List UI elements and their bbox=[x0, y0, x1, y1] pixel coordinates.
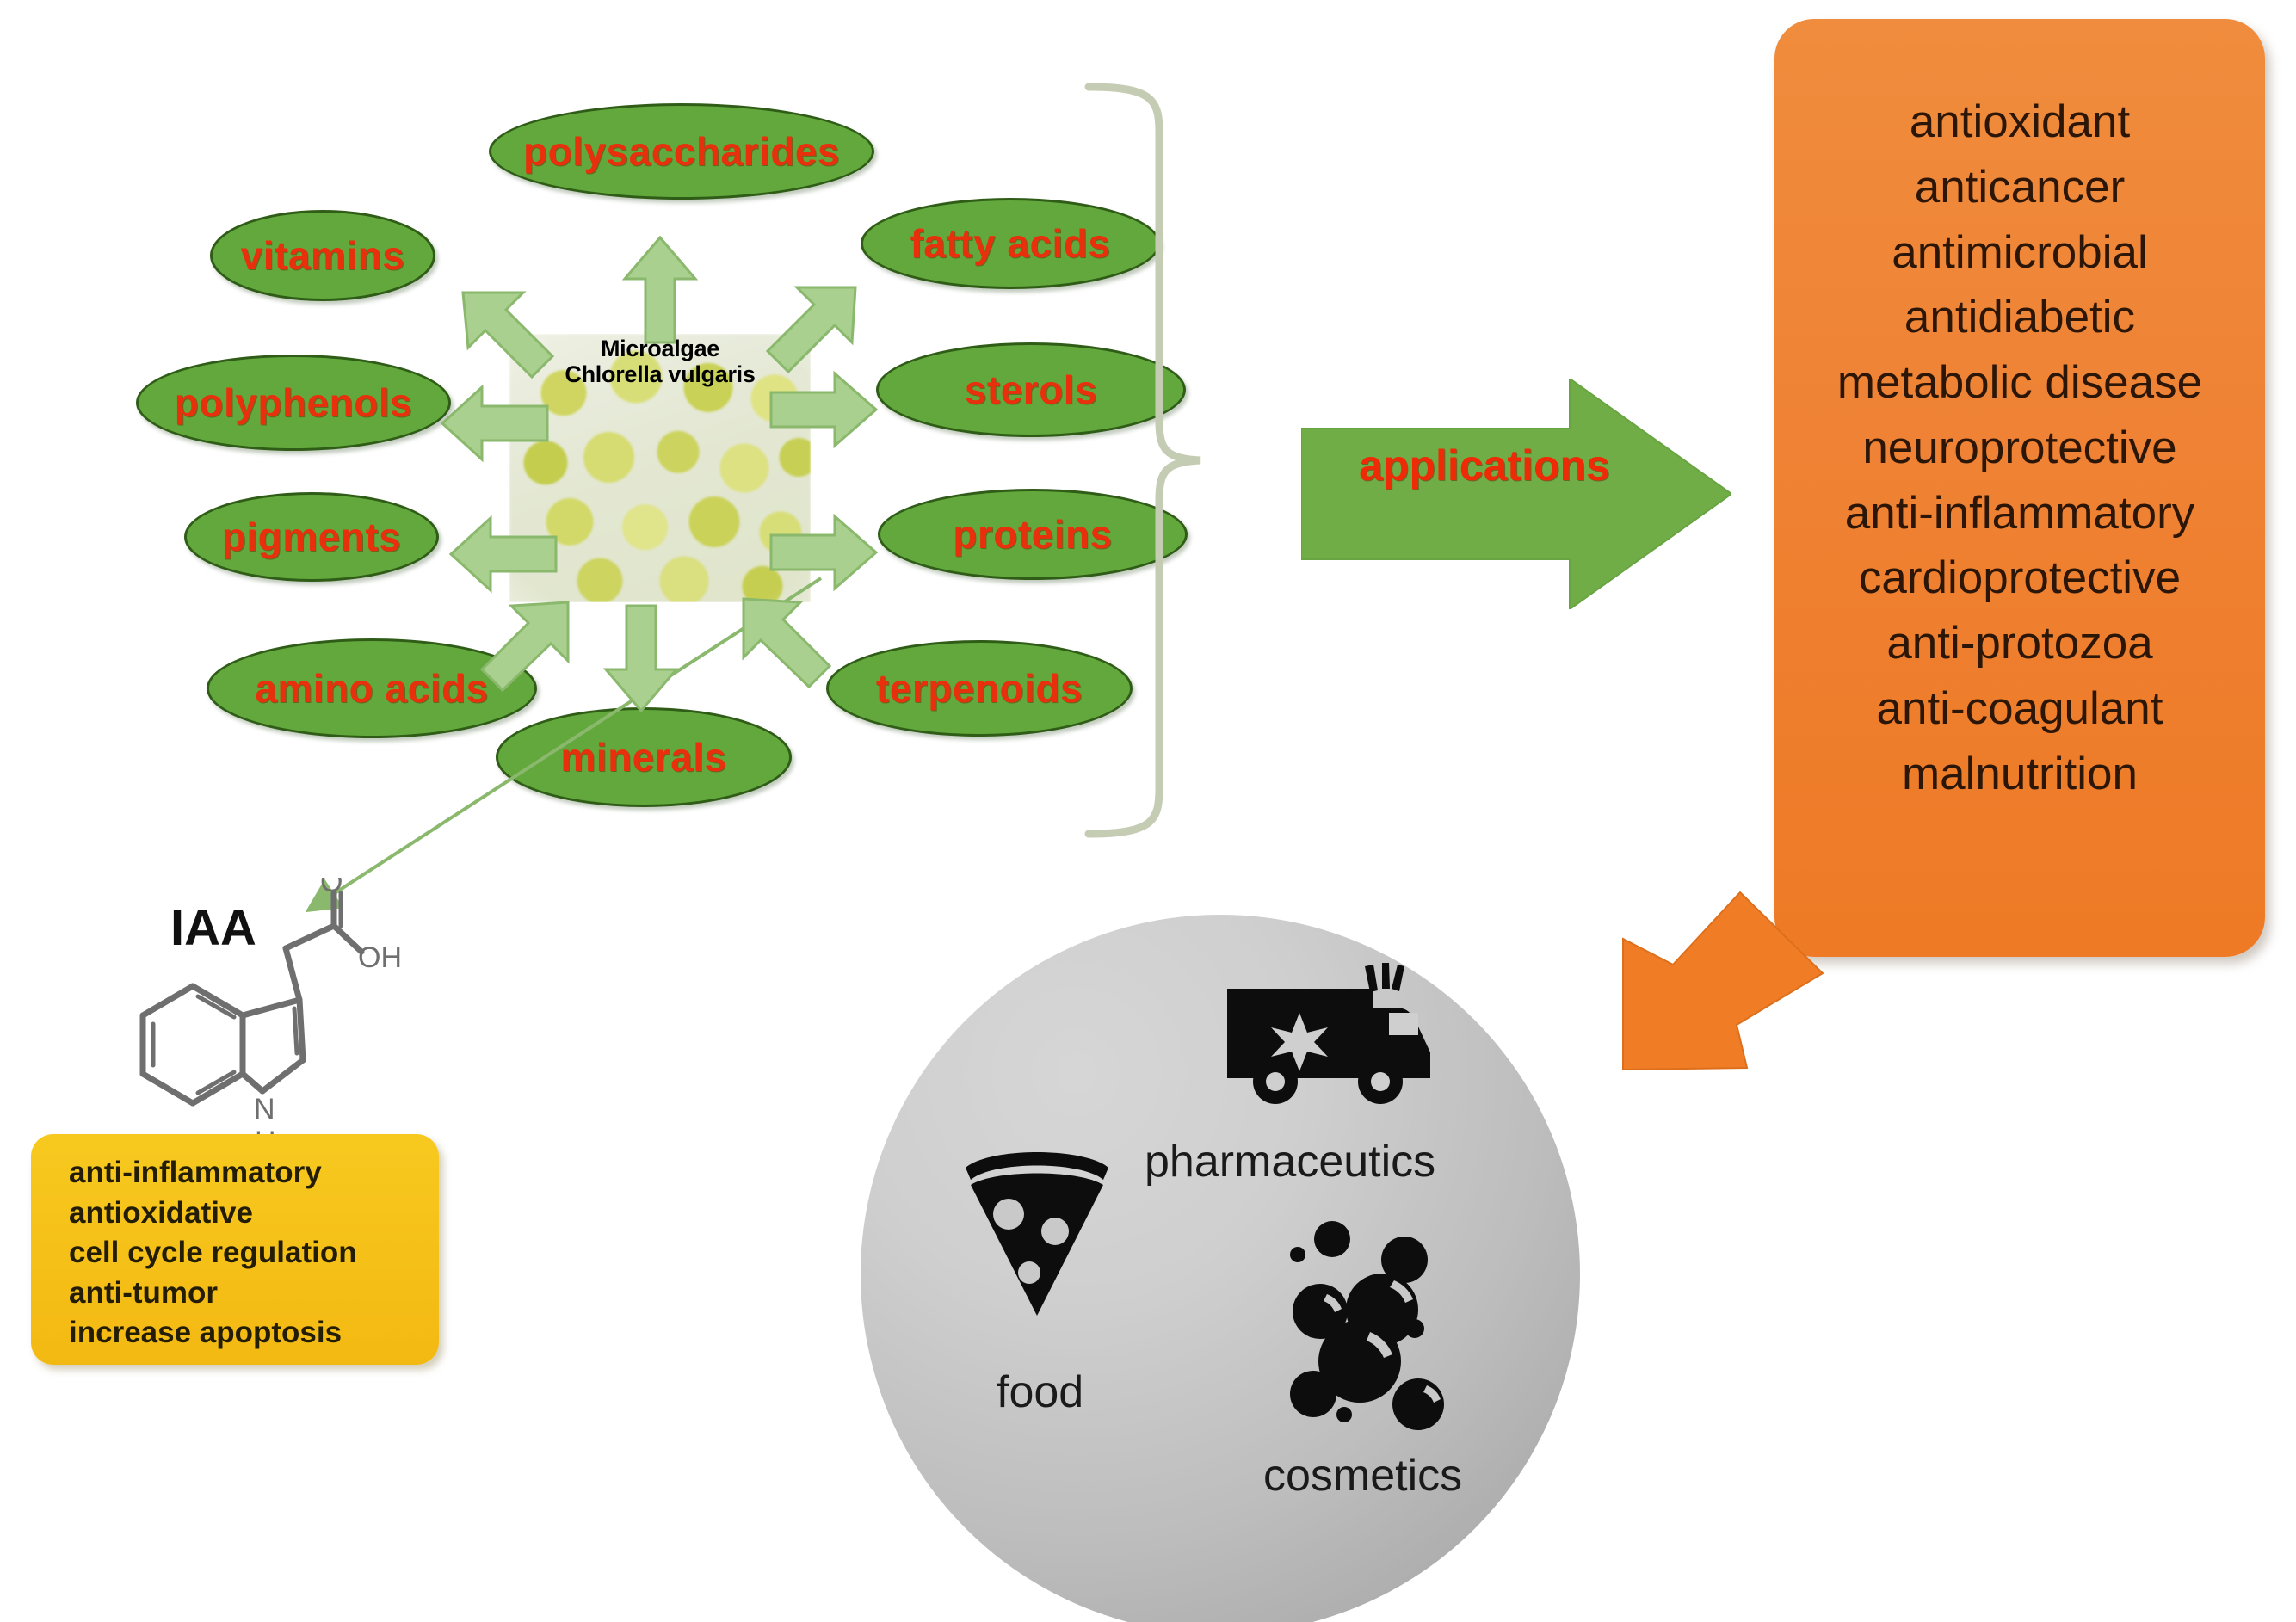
applications-arrow-label: applications bbox=[1359, 441, 1610, 490]
metabolite-label: proteins bbox=[953, 512, 1113, 557]
sector-label-pharmaceutics: pharmaceutics bbox=[1145, 1137, 1436, 1187]
application-sectors-circle bbox=[861, 915, 1580, 1622]
arrow-upright-fatty-acids bbox=[765, 286, 857, 374]
application-item: anticancer bbox=[1914, 161, 2126, 213]
application-item: metabolic disease bbox=[1836, 357, 2203, 409]
iaa-effect-item: increase apoptosis bbox=[69, 1316, 343, 1350]
iaa-molecule-structure: IAA O OH N H bbox=[139, 878, 402, 1158]
arrow-up-polysaccharides bbox=[621, 235, 699, 344]
metabolite-ellipse: polyphenols bbox=[136, 355, 451, 451]
metabolite-label: polysaccharides bbox=[522, 129, 841, 174]
metabolite-ellipse: fatty acids bbox=[861, 198, 1160, 289]
microalgae-caption: Microalgae Chlorella vulgaris bbox=[509, 336, 811, 387]
metabolite-ellipse: pigments bbox=[184, 492, 439, 582]
arrow-down-minerals bbox=[602, 604, 680, 713]
iaa-atom-o: O bbox=[320, 878, 343, 898]
metabolite-label: minerals bbox=[560, 735, 727, 780]
grouping-brace bbox=[1084, 83, 1201, 838]
metabolite-ellipse: proteins bbox=[878, 489, 1188, 580]
application-item: antimicrobial bbox=[1892, 226, 2148, 278]
iaa-effect-item: antioxidative bbox=[69, 1195, 253, 1230]
caption-line-1: Microalgae bbox=[600, 336, 720, 361]
metabolite-ellipse: polysaccharides bbox=[489, 103, 874, 200]
metabolite-ellipse: sterols bbox=[876, 342, 1186, 437]
metabolite-label: fatty acids bbox=[910, 221, 1111, 266]
iaa-effect-item: anti-tumor bbox=[69, 1275, 219, 1310]
metabolite-label: sterols bbox=[964, 367, 1098, 412]
applications-list-box: antioxidant anticancer antimicrobial antidi… bbox=[1774, 19, 2265, 957]
sector-label-food: food bbox=[997, 1367, 1084, 1417]
iaa-effect-item: anti-inflammatory bbox=[69, 1156, 322, 1189]
metabolite-label: amino acids bbox=[255, 666, 489, 711]
arrow-to-sectors bbox=[1622, 891, 1824, 1071]
metabolite-label: pigments bbox=[221, 515, 402, 559]
iaa-effects-box: anti-inflammatory antioxidative cell cycle… bbox=[31, 1134, 439, 1365]
metabolite-label: terpenoids bbox=[875, 666, 1083, 711]
metabolite-ellipse: amino acids bbox=[207, 638, 537, 738]
ambulance-icon bbox=[1227, 963, 1430, 1104]
application-item: antidiabetic bbox=[1904, 292, 2136, 343]
metabolite-label: vitamins bbox=[240, 233, 405, 278]
application-item: neuroprotective bbox=[1862, 422, 2177, 473]
arrow-downright-terpenoids bbox=[742, 597, 832, 689]
applications-arrow bbox=[1301, 379, 1731, 609]
application-item: anti-coagulant bbox=[1876, 683, 2163, 735]
caption-line-2: Chlorella vulgaris bbox=[565, 361, 756, 388]
application-item: antioxidant bbox=[1909, 96, 2131, 147]
application-item: anti-protozoa bbox=[1886, 618, 2153, 669]
arrow-right-proteins bbox=[769, 513, 879, 592]
bubbles-icon bbox=[1290, 1221, 1444, 1430]
arrow-upleft-vitamins bbox=[461, 291, 555, 379]
arrow-to-iaa-line bbox=[305, 577, 823, 913]
pizza-icon bbox=[966, 1152, 1108, 1316]
iaa-atom-oh: OH bbox=[358, 941, 402, 974]
sector-label-cosmetics: cosmetics bbox=[1263, 1451, 1463, 1501]
application-item: cardioprotective bbox=[1858, 552, 2182, 604]
application-item: malnutrition bbox=[1902, 748, 2138, 799]
arrow-downleft-amino-acids bbox=[479, 601, 570, 693]
arrow-right-sterols bbox=[769, 370, 879, 449]
iaa-effect-item: cell cycle regulation bbox=[69, 1236, 357, 1270]
iaa-atom-n: N bbox=[254, 1093, 275, 1126]
metabolite-ellipse: vitamins bbox=[210, 210, 435, 301]
application-item: anti-inflammatory bbox=[1844, 487, 2195, 539]
metabolite-label: polyphenols bbox=[174, 380, 413, 425]
metabolite-ellipse: terpenoids bbox=[826, 640, 1133, 737]
arrow-left-polyphenols bbox=[440, 384, 549, 463]
iaa-label: IAA bbox=[170, 900, 256, 956]
microalgae-micrograph bbox=[509, 334, 811, 602]
arrow-left-pigments bbox=[448, 515, 558, 594]
